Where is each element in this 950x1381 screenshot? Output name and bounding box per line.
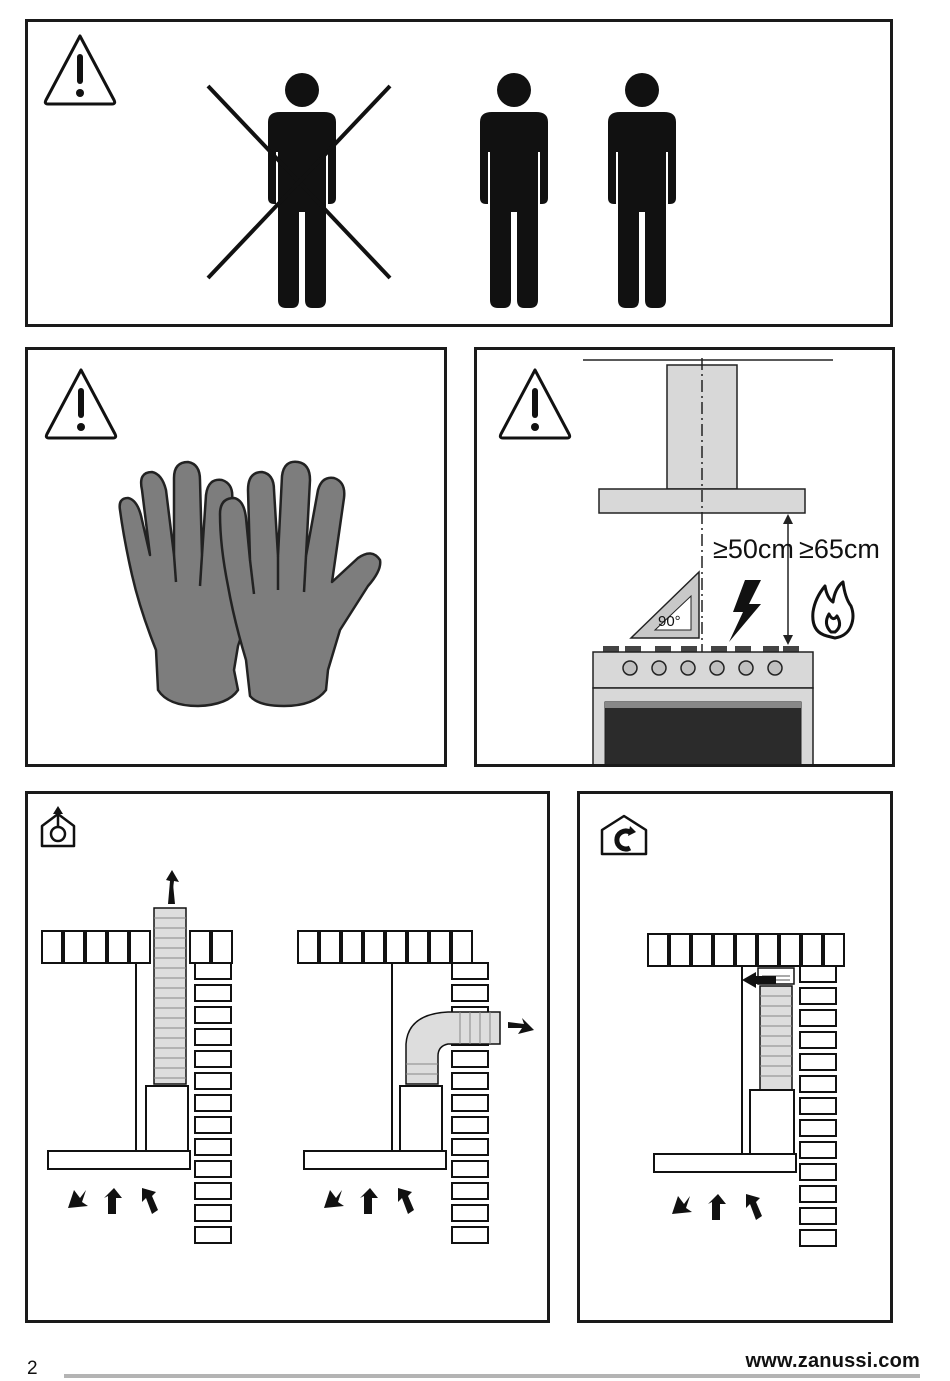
distance-warning-panel: ≥50cm ≥65cm 90° <box>474 347 895 767</box>
person-crossed-out-icon <box>208 73 390 308</box>
extraction-illustration <box>28 794 547 1320</box>
gloves-warning-panel <box>25 347 447 767</box>
min-distance-gas: ≥65cm <box>799 534 880 564</box>
recirculation-illustration <box>580 794 890 1320</box>
person-icon <box>480 73 548 308</box>
gloves-icon <box>120 462 381 706</box>
extraction-mode-panel <box>25 791 550 1323</box>
recirculation-scene <box>648 934 844 1246</box>
recirculation-mode-panel <box>577 791 893 1323</box>
footer-divider <box>64 1374 920 1378</box>
extraction-scene-vertical <box>42 870 232 1243</box>
distance-illustration: ≥50cm ≥65cm 90° <box>477 350 892 764</box>
extraction-mode-icon <box>42 806 74 846</box>
lightning-icon <box>729 580 761 642</box>
gloves-illustration <box>28 350 444 764</box>
person-icon <box>608 73 676 308</box>
warning-triangle-icon <box>46 370 115 438</box>
lift-warning-panel <box>25 19 893 327</box>
lift-illustration <box>28 22 890 324</box>
set-square-icon: 90° <box>631 572 699 638</box>
warning-triangle-icon <box>500 370 569 438</box>
warning-triangle-icon <box>45 36 114 104</box>
min-distance-electric: ≥50cm <box>713 534 794 564</box>
flame-icon <box>813 582 853 638</box>
page-number: 2 <box>27 1358 38 1380</box>
recirculation-mode-icon <box>602 816 646 854</box>
extraction-scene-wall <box>298 931 534 1243</box>
set-square-angle: 90° <box>658 613 681 630</box>
stove <box>593 646 813 764</box>
website-url: www.zanussi.com <box>745 1350 920 1373</box>
